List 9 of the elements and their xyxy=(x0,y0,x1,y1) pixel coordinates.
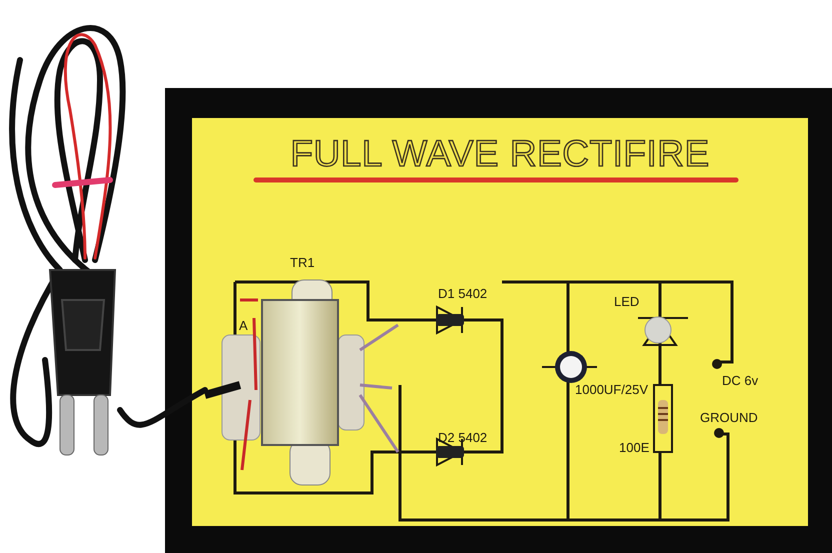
board-title: FULL WAVE RECTIFIRE xyxy=(289,133,711,175)
component-label: LED xyxy=(614,294,640,309)
terminal-label: DC 6v xyxy=(722,373,758,388)
terminal-label: A xyxy=(239,318,248,333)
component-label: 100E xyxy=(619,440,650,455)
component-label: TR1 xyxy=(290,255,315,270)
component-label: 1000UF/25V xyxy=(575,382,648,397)
terminal-label: GROUND xyxy=(700,410,758,425)
component-label: D1 5402 xyxy=(438,286,488,301)
